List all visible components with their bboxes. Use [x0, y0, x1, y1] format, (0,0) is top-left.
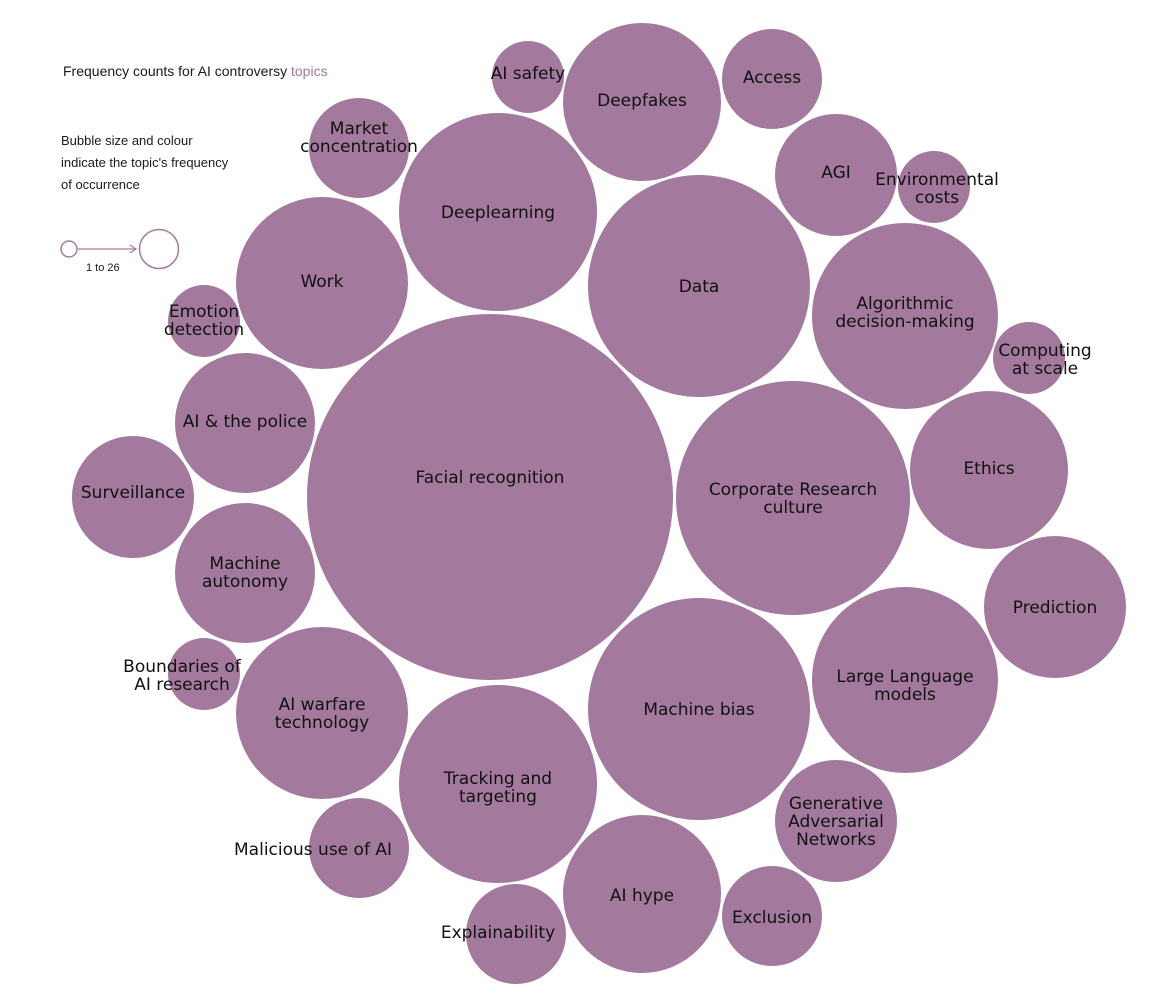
bubble-label-explainability: Explainability — [441, 923, 555, 943]
bubble-label-machine-bias: Machine bias — [643, 700, 754, 720]
bubble-market-concentration — [309, 98, 409, 198]
bubble-label-exclusion: Exclusion — [732, 908, 812, 928]
bubble-ai-hype — [563, 815, 721, 973]
bubble-boundaries-of-ai-research — [168, 638, 240, 710]
bubble-label-agi: AGI — [821, 163, 851, 183]
bubble-corporate-research-culture — [676, 381, 910, 615]
bubble-label-facial-recognition: Facial recognition — [416, 468, 565, 488]
legend-arrow-head — [129, 244, 138, 254]
bubble-label-work: Work — [300, 272, 343, 292]
bubble-machine-bias — [588, 598, 810, 820]
bubble-agi — [775, 114, 897, 236]
bubble-deeplearning — [399, 113, 597, 311]
chart-title: Frequency counts for AI controversy topi… — [63, 63, 328, 79]
bubble-environmental-costs — [898, 151, 970, 223]
chart-title-accent: topics — [291, 63, 328, 79]
bubble-surveillance — [72, 436, 194, 558]
bubble-ai-warfare-technology — [236, 627, 408, 799]
bubble-label-data: Data — [679, 277, 720, 297]
bubble-access — [722, 29, 822, 129]
bubble-malicious-use-of-ai — [309, 798, 409, 898]
legend-range-label: 1 to 26 — [86, 262, 120, 274]
bubble-data — [588, 175, 810, 397]
bubble-label-ai-safety: AI safety — [491, 64, 566, 84]
bubble-label-deeplearning: Deeplearning — [441, 203, 555, 223]
bubble-label-surveillance: Surveillance — [81, 483, 185, 503]
bubble-label-deepfakes: Deepfakes — [597, 91, 687, 111]
legend-description: Bubble size and colour indicate the topi… — [61, 133, 229, 192]
bubble-explainability — [466, 884, 566, 984]
bubble-algorithmic-decision-making — [812, 223, 998, 409]
bubble-label-access: Access — [743, 68, 801, 88]
bubble-large-language-models — [812, 587, 998, 773]
bubble-work — [236, 197, 408, 369]
bubble-emotion-detection — [168, 285, 240, 357]
bubble-label-prediction: Prediction — [1013, 598, 1097, 618]
bubble-computing-at-scale — [993, 322, 1065, 394]
chart-title-prefix: Frequency counts for AI controversy — [63, 63, 291, 79]
size-legend-icon — [60, 228, 180, 270]
bubble-label-ai-and-the-police: AI & the police — [183, 412, 307, 432]
bubble-ai-safety — [492, 41, 564, 113]
legend-small-circle — [60, 240, 78, 258]
bubble-label-ethics: Ethics — [963, 459, 1014, 479]
bubble-machine-autonomy — [175, 503, 315, 643]
bubble-label-ai-hype: AI hype — [610, 886, 674, 906]
bubble-ai-and-the-police — [175, 353, 315, 493]
bubble-label-malicious-use-of-ai: Malicious use of AI — [234, 840, 392, 860]
bubble-deepfakes — [563, 23, 721, 181]
bubble-ethics — [910, 391, 1068, 549]
bubble-prediction — [984, 536, 1126, 678]
bubble-facial-recognition — [307, 314, 673, 680]
bubble-tracking-and-targeting — [399, 685, 597, 883]
legend-large-circle — [138, 228, 180, 270]
bubble-generative-adversarial-networks — [775, 760, 897, 882]
bubble-exclusion — [722, 866, 822, 966]
